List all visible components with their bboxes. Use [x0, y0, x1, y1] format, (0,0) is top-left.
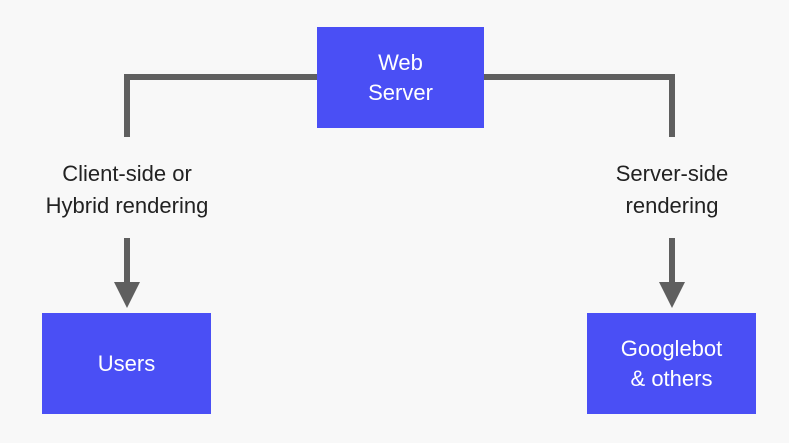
arrowhead-right-icon [659, 282, 685, 308]
connector-server-to-left [124, 74, 317, 137]
server-side-rendering-label: Server-side rendering [615, 161, 729, 218]
connector-server-to-right [484, 74, 675, 137]
googlebot-label: Googlebot & others [620, 335, 723, 391]
users-node: Users [42, 313, 211, 414]
arrowhead-left-icon [114, 282, 140, 308]
client-side-rendering-label: Client-side or Hybrid rendering [45, 161, 209, 218]
googlebot-node: Googlebot & others [587, 313, 756, 414]
users-label: Users [97, 350, 156, 376]
web-server-node: Web Server [317, 27, 484, 128]
web-server-label: Web Server [368, 49, 433, 105]
